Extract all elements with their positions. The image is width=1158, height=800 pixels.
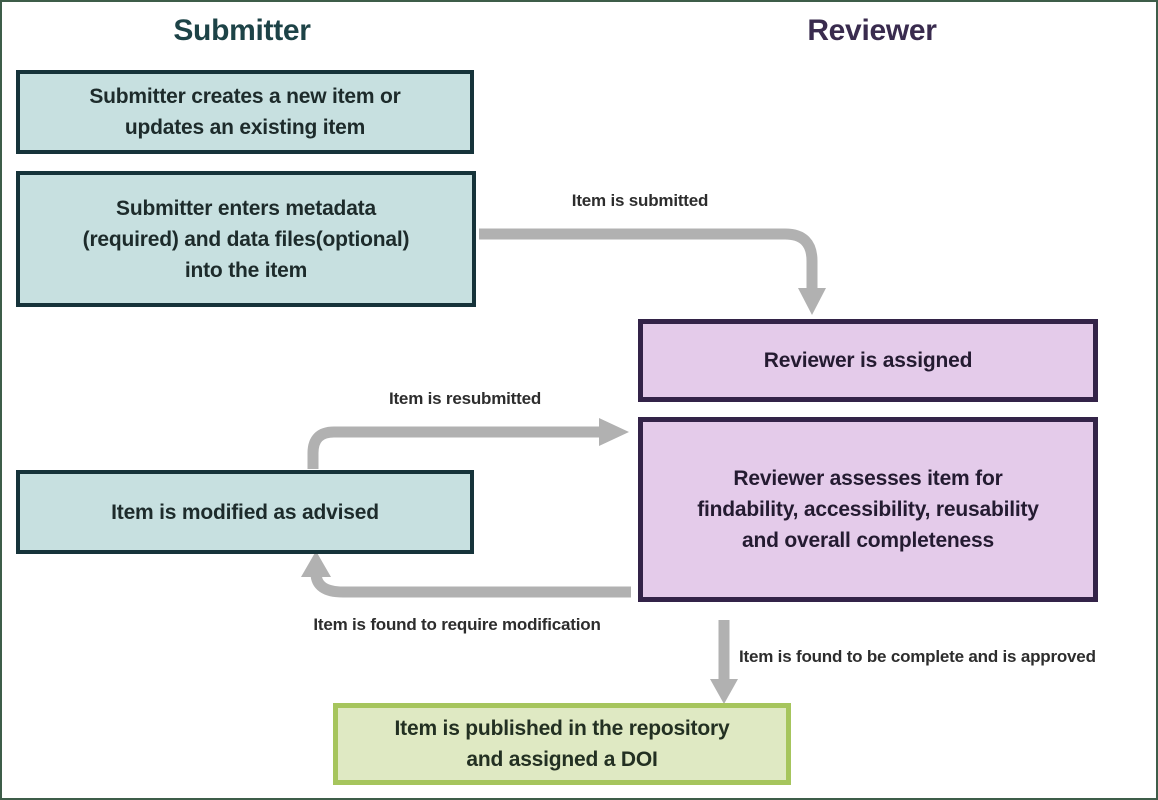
arrow-item-resubmitted-arrowhead <box>599 418 629 446</box>
edge-label-submitted: Item is submitted <box>571 191 709 210</box>
arrow-require-modification <box>310 572 631 598</box>
node-enter-metadata: Submitter enters metadata (required) and… <box>16 171 476 307</box>
node-create-item: Submitter creates a new item or updates … <box>16 70 474 154</box>
column-header-submitter: Submitter <box>173 14 311 47</box>
node-create-item-line: Submitter creates a new item or <box>89 85 401 108</box>
node-create-item-line: updates an existing item <box>124 116 366 139</box>
node-enter-metadata-line: into the item <box>184 258 308 282</box>
edge-label-resubmitted: Item is resubmitted <box>388 389 542 408</box>
edge-label-require-modification: Item is found to require modification <box>313 615 601 634</box>
node-item-published-line: and assigned a DOI <box>466 748 658 771</box>
node-reviewer-assesses-line: Reviewer assesses item for <box>733 467 1003 490</box>
arrow-item-submitted <box>479 228 818 290</box>
column-header-reviewer: Reviewer <box>807 14 937 47</box>
arrow-approved-arrowhead <box>710 679 738 704</box>
arrow-item-submitted-arrowhead <box>798 288 826 315</box>
arrow-require-modification-arrowhead <box>301 551 331 577</box>
arrow-item-resubmitted <box>307 426 601 469</box>
node-enter-metadata-line: (required) and data files(optional) <box>82 227 410 251</box>
node-enter-metadata-line: Submitter enters metadata <box>116 196 376 220</box>
node-item-published: Item is published in the repository and … <box>333 703 791 785</box>
node-item-modified: Item is modified as advised <box>16 470 474 554</box>
node-reviewer-assesses: Reviewer assesses item for findability, … <box>638 417 1098 602</box>
node-reviewer-assigned: Reviewer is assigned <box>638 319 1098 402</box>
node-item-published-line: Item is published in the repository <box>394 717 730 740</box>
node-reviewer-assesses-line: and overall completeness <box>742 529 994 552</box>
node-reviewer-assigned-line: Reviewer is assigned <box>763 349 973 372</box>
node-reviewer-assesses-line: findability, accessibility, reusability <box>697 498 1039 521</box>
edge-label-approved: Item is found to be complete and is appr… <box>739 647 1096 666</box>
node-item-modified-line: Item is modified as advised <box>111 500 379 524</box>
